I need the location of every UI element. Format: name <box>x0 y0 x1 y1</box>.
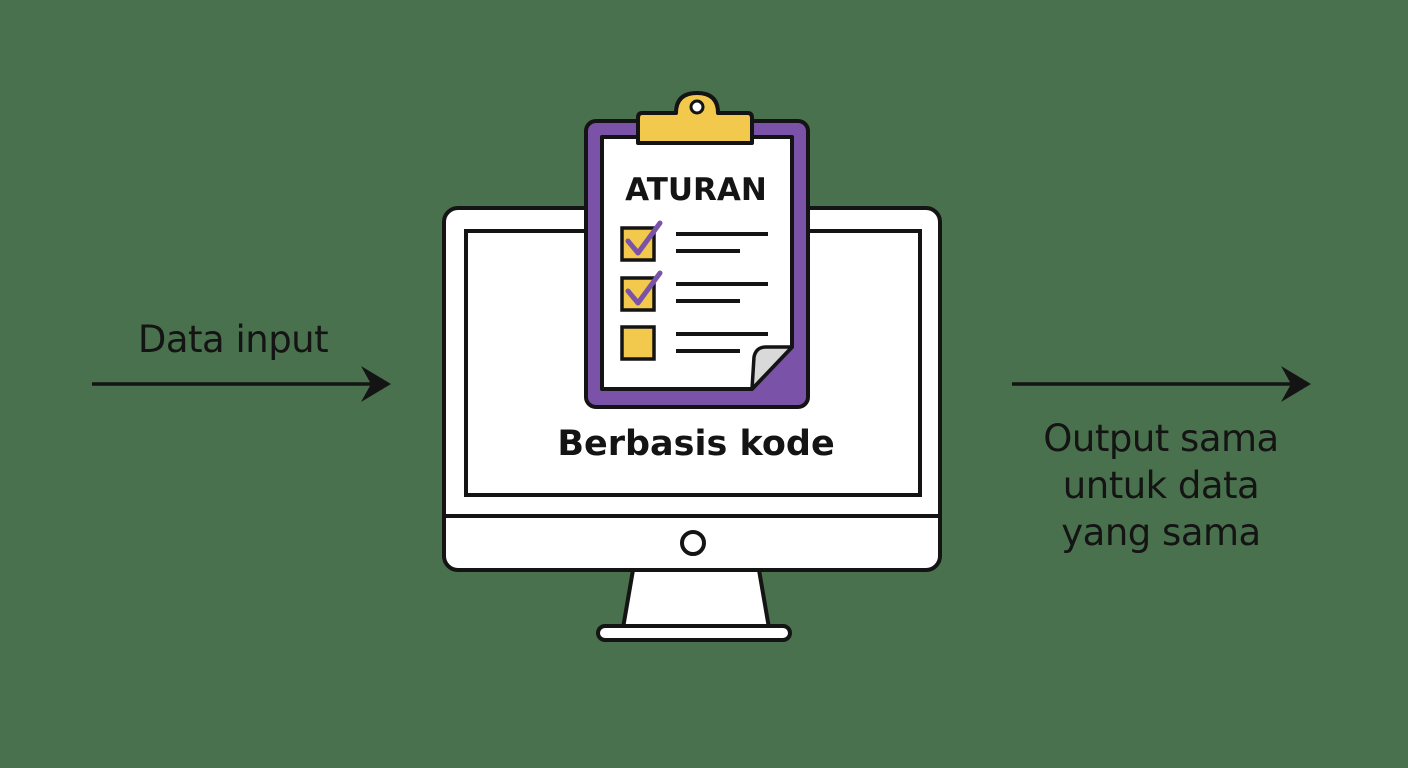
input-label: Data input <box>137 318 329 361</box>
checkbox-empty-icon <box>620 325 656 361</box>
output-label: Output sama untuk data yang sama <box>1043 415 1279 556</box>
checkmark-icon <box>625 220 663 256</box>
clipboard-icon <box>584 91 810 409</box>
input-arrowhead <box>361 366 391 402</box>
clipboard-clip <box>636 91 754 145</box>
clipboard-title: ATURAN <box>625 172 767 208</box>
power-button-icon <box>680 530 706 556</box>
checklist-item <box>620 220 768 262</box>
output-line-1: Output sama <box>1043 417 1279 460</box>
clip-hole <box>689 99 705 115</box>
page-curl <box>750 345 794 391</box>
checklist-item <box>620 270 768 312</box>
checklist-item <box>620 325 768 361</box>
checkmark-icon <box>625 270 663 306</box>
screen-label: Berbasis kode <box>557 424 835 464</box>
output-line-2: untuk data <box>1062 464 1260 507</box>
output-arrowhead <box>1281 366 1311 402</box>
output-arrow <box>1012 366 1311 402</box>
monitor-stand <box>621 568 771 630</box>
monitor-base <box>596 624 792 642</box>
input-arrow <box>92 366 391 402</box>
output-line-3: yang sama <box>1061 511 1261 554</box>
